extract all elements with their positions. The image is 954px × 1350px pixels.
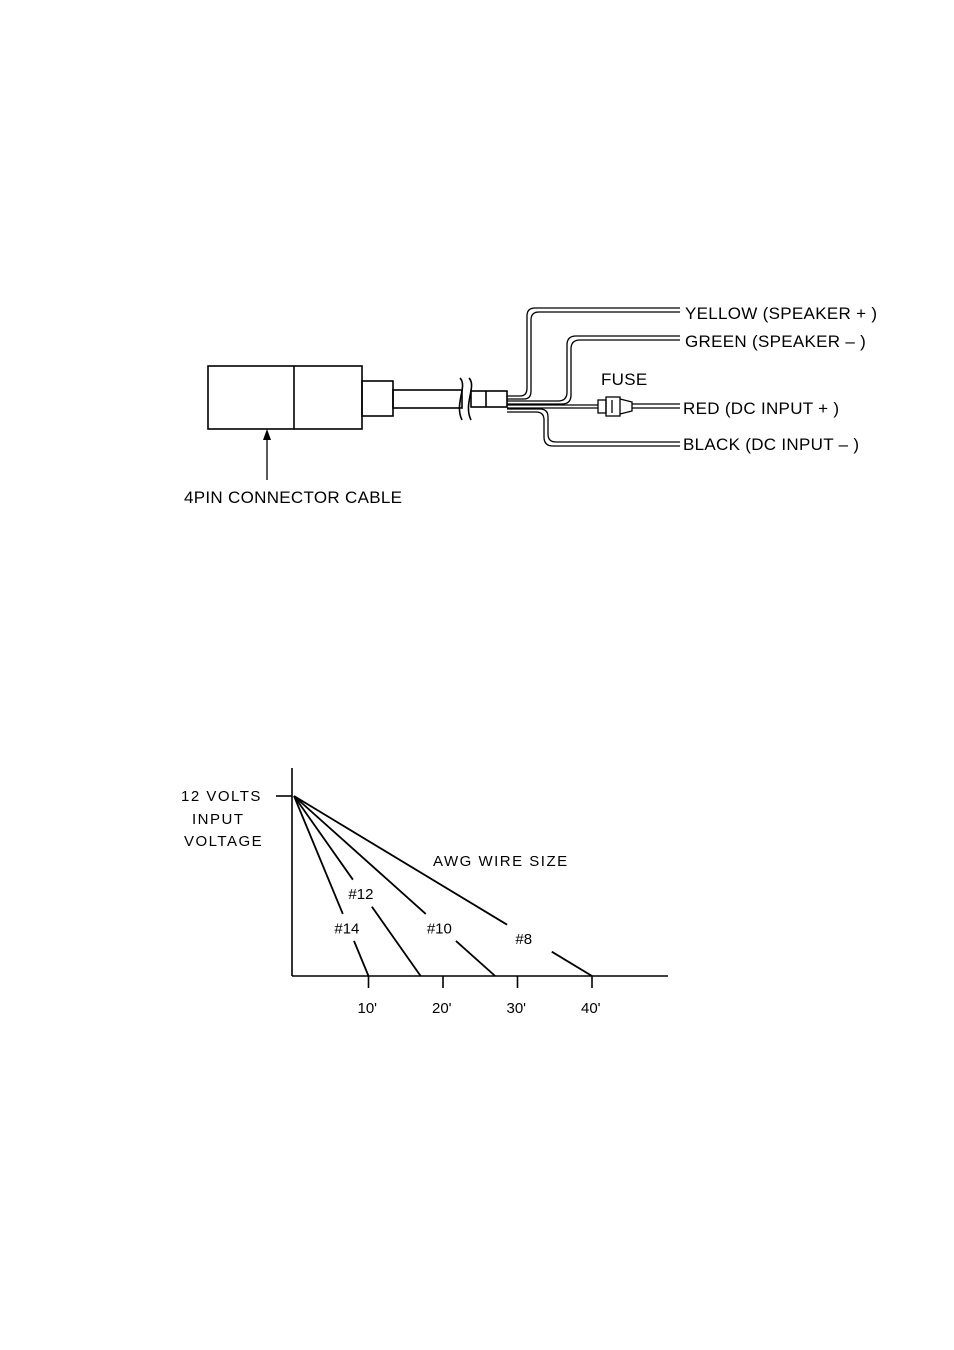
x-tick-label: 30' bbox=[507, 1000, 527, 1017]
series-layer: #14 #12 #10 #8 bbox=[294, 796, 592, 976]
x-tick-label: 20' bbox=[432, 1000, 452, 1017]
fuse-icon bbox=[598, 397, 632, 416]
connector-arrow bbox=[263, 429, 271, 480]
x-tick-label: 10' bbox=[358, 1000, 378, 1017]
wire-label-black: BLACK (DC INPUT – ) bbox=[683, 435, 859, 454]
series-line-awg14-end bbox=[354, 941, 369, 976]
fuse-label: FUSE bbox=[601, 370, 648, 389]
y-label-line-3: VOLTAGE bbox=[184, 833, 263, 850]
tick-layer: 10' 20' 30' 40' bbox=[358, 976, 601, 1017]
connector-label: 4PIN CONNECTOR CABLE bbox=[184, 488, 402, 507]
series-label-awg8: #8 bbox=[515, 931, 532, 948]
wire-green bbox=[507, 336, 680, 404]
wiring-diagram: YELLOW (SPEAKER + ) GREEN (SPEAKER – ) F… bbox=[184, 304, 877, 507]
x-tick-label: 40' bbox=[581, 1000, 601, 1017]
legend-title: AWG WIRE SIZE bbox=[433, 853, 569, 870]
y-label-line-2: INPUT bbox=[192, 811, 245, 828]
series-label-awg12: #12 bbox=[348, 886, 373, 903]
voltage-drop-chart: 12 VOLTS INPUT VOLTAGE AWG WIRE SIZE #14… bbox=[181, 768, 668, 1017]
connector-plug bbox=[208, 366, 507, 429]
series-line-awg8-end bbox=[552, 952, 592, 976]
wire-red bbox=[507, 397, 680, 416]
wire-yellow bbox=[507, 308, 680, 399]
series-label-awg10: #10 bbox=[427, 920, 452, 937]
wire-black bbox=[507, 409, 680, 446]
wire-label-yellow: YELLOW (SPEAKER + ) bbox=[685, 304, 877, 323]
y-label-line-1: 12 VOLTS bbox=[181, 788, 262, 805]
series-line-awg12-end bbox=[372, 907, 421, 976]
series-label-awg14: #14 bbox=[334, 920, 359, 937]
wire-label-green: GREEN (SPEAKER – ) bbox=[685, 332, 866, 351]
wire-label-red: RED (DC INPUT + ) bbox=[683, 399, 839, 418]
series-line-awg10-end bbox=[456, 941, 495, 976]
